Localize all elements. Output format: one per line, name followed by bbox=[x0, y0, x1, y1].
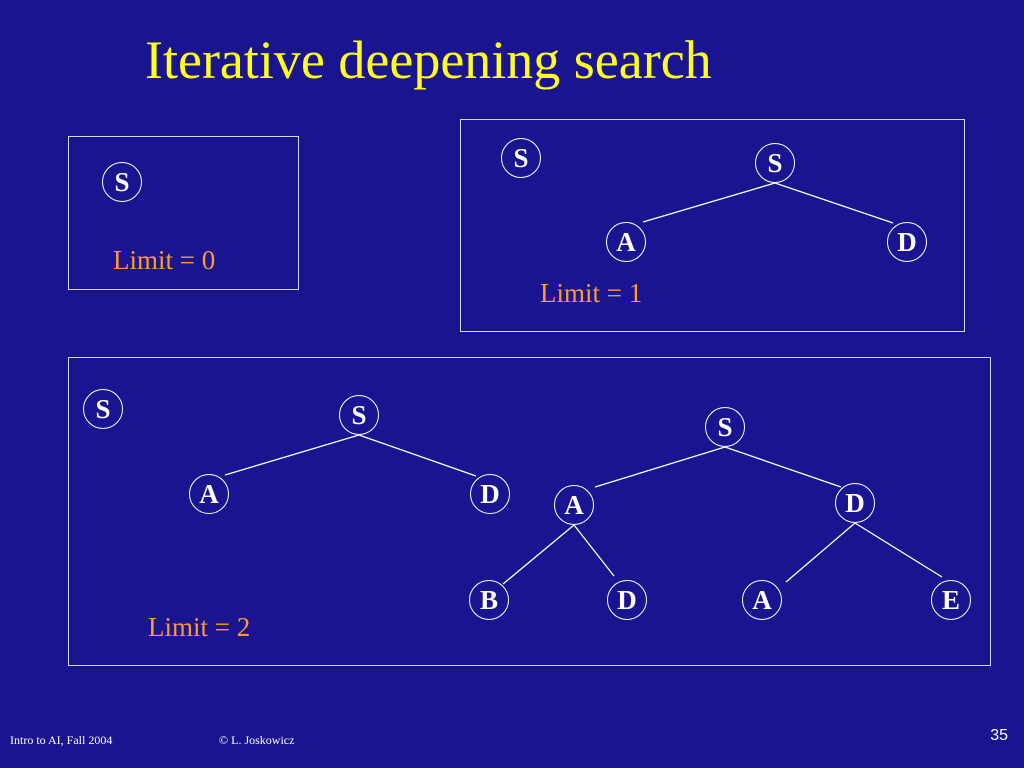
tree-edge bbox=[358, 434, 477, 477]
tree-node: S bbox=[705, 407, 745, 447]
limit-0-panel: S Limit = 0 bbox=[68, 136, 299, 290]
tree-node: D bbox=[607, 580, 647, 620]
limit-2-panel: S S A D S A D B D A E Limit = 2 bbox=[68, 357, 991, 666]
limit-label: Limit = 1 bbox=[540, 278, 643, 308]
limit-label: Limit = 2 bbox=[148, 612, 251, 642]
tree-edge bbox=[642, 182, 776, 223]
limit-1-panel: S S A D Limit = 1 bbox=[460, 119, 965, 332]
tree-node: S bbox=[755, 143, 795, 183]
limit-label: Limit = 0 bbox=[113, 245, 216, 275]
tree-node: D bbox=[835, 483, 875, 523]
tree-node: S bbox=[83, 389, 123, 429]
tree-node: D bbox=[470, 474, 510, 514]
tree-node: A bbox=[554, 485, 594, 525]
tree-node: D bbox=[887, 222, 927, 262]
slide-title: Iterative deepening search bbox=[145, 30, 712, 90]
tree-node: S bbox=[339, 395, 379, 435]
tree-edge bbox=[854, 522, 943, 578]
tree-edge bbox=[573, 524, 615, 577]
footer-course: Intro to AI, Fall 2004 bbox=[10, 733, 113, 747]
tree-node: A bbox=[606, 222, 646, 262]
tree-edge bbox=[774, 182, 894, 224]
tree-edge bbox=[724, 446, 842, 488]
tree-edge bbox=[594, 446, 726, 488]
tree-edges bbox=[642, 182, 894, 224]
tree-node: S bbox=[501, 138, 541, 178]
slide-number: 35 bbox=[990, 727, 1008, 744]
tree-node: B bbox=[469, 580, 509, 620]
tree-node: A bbox=[742, 580, 782, 620]
tree-node: A bbox=[189, 474, 229, 514]
tree-edge bbox=[502, 524, 575, 585]
tree-edge bbox=[224, 434, 360, 476]
tree-edges bbox=[224, 434, 943, 585]
tree-edge bbox=[785, 522, 856, 583]
tree-node: E bbox=[931, 580, 971, 620]
footer-author: © L. Joskowicz bbox=[219, 733, 295, 747]
tree-node: S bbox=[102, 162, 142, 202]
